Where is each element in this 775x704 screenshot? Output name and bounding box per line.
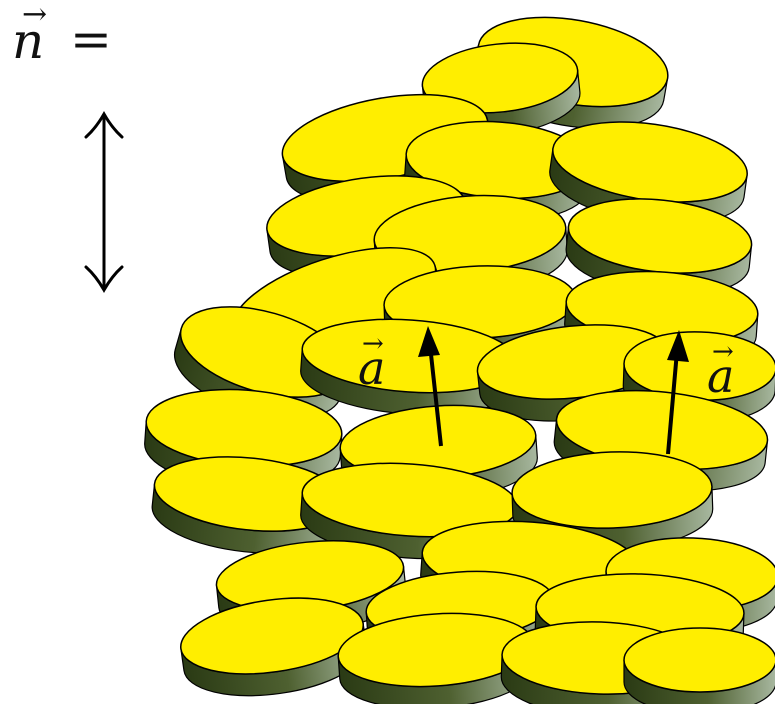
- svg-text:→: →: [362, 329, 384, 359]
- disk: [623, 627, 775, 704]
- disk: [180, 597, 367, 697]
- director-vector-arrow-icon: →: [22, 0, 47, 32]
- director-label-group: n → =: [12, 0, 112, 70]
- axis-label-left: a →: [358, 329, 385, 395]
- director-n-label: n: [12, 12, 44, 70]
- column-axis-arrowhead-left: [418, 326, 440, 357]
- axis-label-right: a →: [707, 337, 734, 403]
- column-axis-arrowhead-right: [667, 330, 689, 362]
- disk-face: [180, 597, 364, 675]
- disk-stack: [144, 16, 775, 704]
- director-double-arrow-icon: [84, 110, 124, 294]
- equals-sign: =: [70, 10, 112, 68]
- svg-text:→: →: [712, 337, 734, 367]
- disk-face: [511, 451, 713, 529]
- disk-face: [623, 627, 775, 693]
- svg-text:a: a: [358, 341, 385, 395]
- svg-text:a: a: [707, 349, 734, 403]
- disk-face: [421, 42, 579, 114]
- column-axes: a → a →: [358, 326, 734, 455]
- disk: [151, 456, 347, 554]
